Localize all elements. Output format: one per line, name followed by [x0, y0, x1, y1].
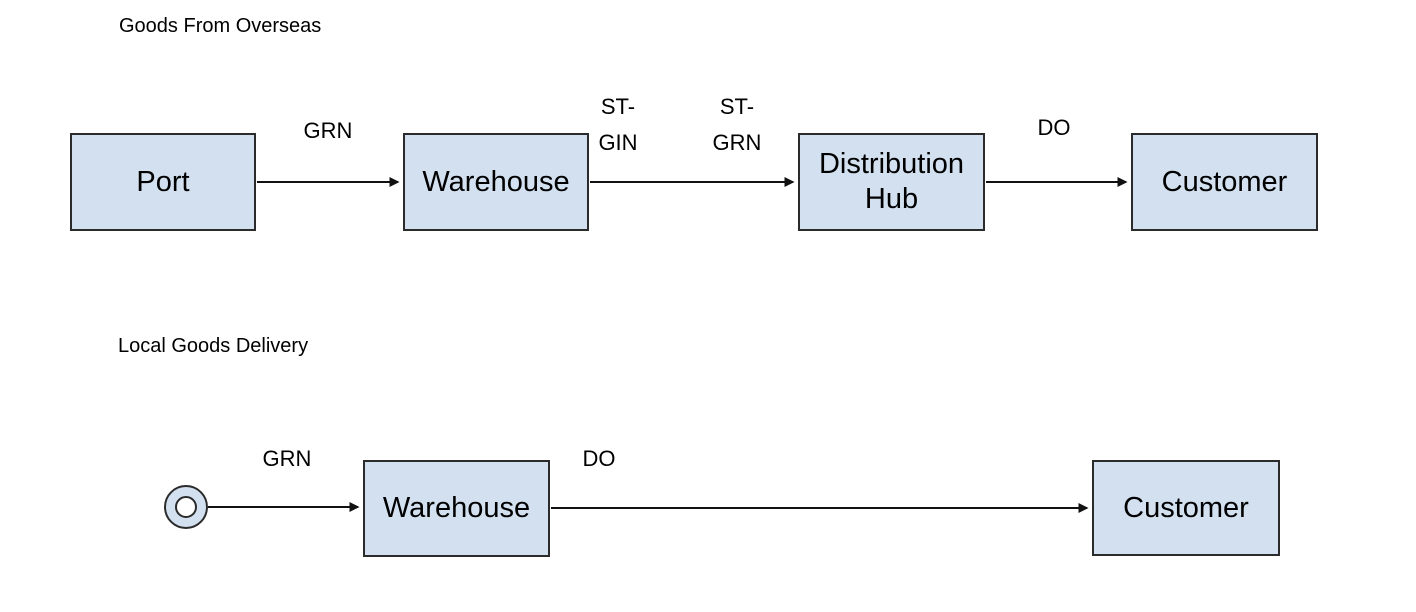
node-port: Port [70, 133, 256, 231]
start-event-inner-circle [175, 496, 197, 518]
node-customer-local: Customer [1092, 460, 1280, 556]
edge-label-st-gin: ST- GIN [598, 94, 638, 155]
node-warehouse-local: Warehouse [363, 460, 550, 557]
edge-label-grn-overseas: GRN [303, 118, 353, 143]
node-warehouse-overseas: Warehouse [403, 133, 589, 231]
diagram-title-local: Local Goods Delivery [118, 335, 309, 357]
edge-label-do-local: DO [582, 446, 616, 471]
start-event-icon [164, 485, 208, 529]
diagram-title-overseas: Goods From Overseas [119, 15, 322, 37]
node-customer-overseas: Customer [1131, 133, 1318, 231]
edge-label-st-grn: ST- GRN [712, 94, 762, 155]
edge-label-grn-local: GRN [262, 446, 312, 471]
edge-label-do-overseas: DO [1037, 115, 1071, 140]
node-distribution-hub: Distribution Hub [798, 133, 985, 231]
